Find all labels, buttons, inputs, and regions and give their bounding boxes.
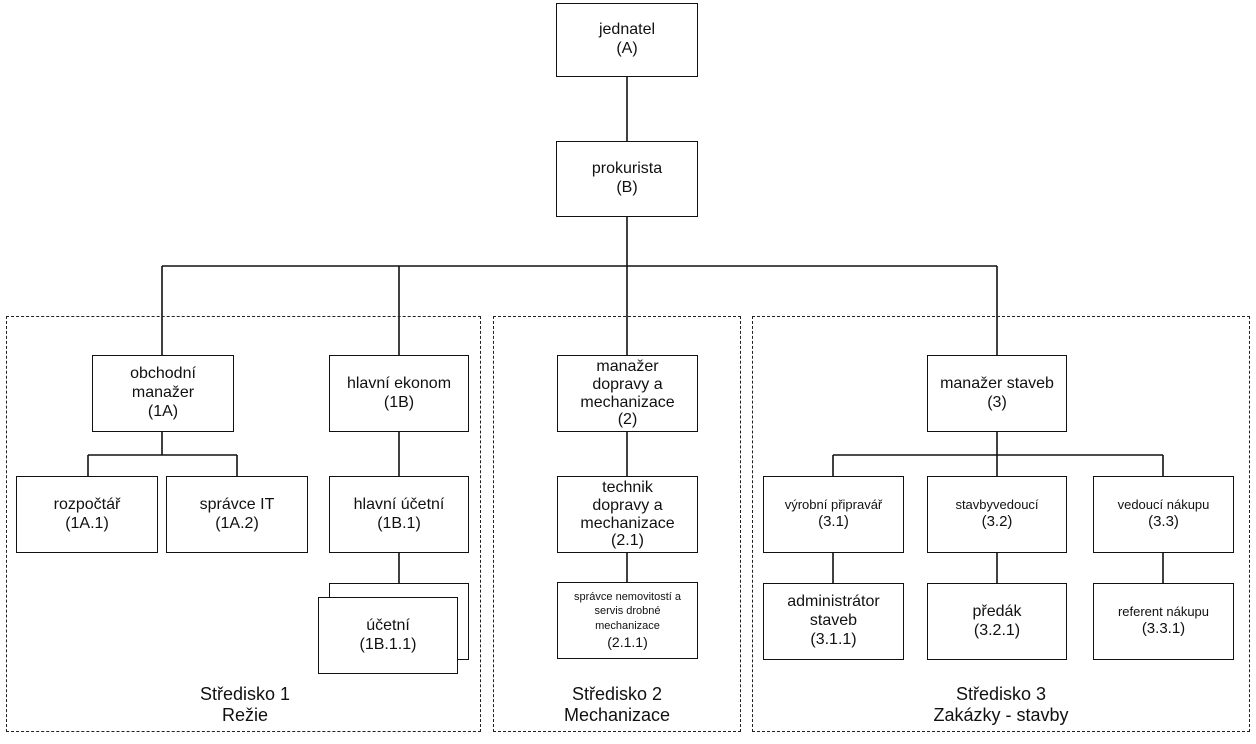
node-title: předák: [972, 602, 1022, 620]
node-title: referent nákupu: [1117, 604, 1210, 619]
node-code: (2.1): [611, 532, 644, 550]
node-spravce-nemovitosti: správce nemovitostí a servis drobné mech…: [557, 582, 698, 659]
region-subtitle: Režie: [221, 704, 269, 725]
region-label-stredisko-3: Středisko 3 Zakázky - stavby: [886, 684, 1116, 725]
node-title: manažer dopravy a mechanizace: [580, 357, 675, 411]
node-code: (3): [987, 393, 1007, 411]
node-code: (1B): [383, 393, 415, 411]
node-title: vedoucí nákupu: [1117, 497, 1210, 512]
region-stredisko-3: [752, 316, 1250, 732]
node-title: výrobní připravář: [784, 497, 883, 512]
region-name: Středisko 1: [199, 684, 291, 704]
node-hlavni-ucetni: hlavní účetní (1B.1): [329, 476, 469, 553]
node-title: rozpočtář: [53, 495, 121, 513]
node-stavbyvedouci: stavbyvedoucí (3.2): [927, 476, 1067, 553]
node-predak: předák (3.2.1): [927, 583, 1067, 660]
node-spravce-it: správce IT (1A.2): [166, 476, 308, 553]
node-rozpoctar: rozpočtář (1A.1): [16, 476, 158, 553]
node-title: technik dopravy a mechanizace: [580, 478, 675, 532]
node-title: stavbyvedoucí: [955, 497, 1039, 512]
node-code: (1A.2): [215, 514, 259, 532]
node-ucetni: účetní (1B.1.1): [318, 597, 458, 674]
region-label-stredisko-1: Středisko 1 Režie: [130, 684, 360, 725]
node-code: (2): [617, 411, 638, 429]
node-jednatel: jednatel (A): [556, 3, 698, 77]
node-obchodni-manazer: obchodní manažer (1A): [92, 355, 234, 432]
node-vedouci-nakupu: vedoucí nákupu (3.3): [1093, 476, 1234, 553]
node-manazer-staveb: manažer staveb (3): [927, 355, 1067, 432]
node-title: hlavní účetní: [353, 495, 445, 513]
node-code: (1B.1.1): [359, 635, 417, 653]
node-title: prokurista: [591, 160, 663, 178]
region-name: Středisko 3: [955, 684, 1047, 704]
region-subtitle: Zakázky - stavby: [933, 704, 1069, 725]
node-manazer-dopravy: manažer dopravy a mechanizace (2): [557, 355, 698, 432]
node-code: (3.3.1): [1141, 620, 1186, 638]
node-code: (3.2): [981, 513, 1013, 531]
region-subtitle: Mechanizace: [563, 704, 671, 725]
node-code: (1A.1): [65, 514, 109, 532]
node-code: (3.1): [818, 513, 849, 531]
node-administrator-staveb: administrátor staveb (3.1.1): [763, 583, 904, 660]
node-title: účetní: [366, 616, 410, 634]
region-name: Středisko 2: [571, 684, 663, 704]
node-code: (A): [616, 40, 638, 57]
region-stredisko-1: [6, 316, 481, 732]
node-code: (B): [616, 179, 638, 196]
node-vyrobni-pripravar: výrobní připravář (3.1): [763, 476, 904, 553]
node-title: správce nemovitostí a servis drobné mech…: [574, 590, 681, 632]
node-code: (3.3): [1148, 513, 1179, 531]
node-code: (3.2.1): [973, 621, 1021, 639]
node-code: (3.1.1): [810, 630, 857, 648]
node-code: (1A): [147, 402, 179, 420]
node-title: hlavní ekonom: [346, 374, 452, 392]
node-title: správce IT: [199, 495, 275, 513]
node-title: jednatel: [598, 21, 656, 39]
node-technik-dopravy: technik dopravy a mechanizace (2.1): [557, 476, 698, 553]
node-referent-nakupu: referent nákupu (3.3.1): [1093, 583, 1234, 660]
node-title: administrátor staveb: [787, 593, 880, 630]
node-code: (2.1.1): [607, 633, 648, 650]
node-title: manažer staveb: [940, 374, 1054, 392]
node-title: obchodní manažer: [130, 365, 196, 402]
node-code: (1B.1): [377, 514, 421, 532]
node-prokurista: prokurista (B): [556, 141, 698, 217]
region-stredisko-2: [493, 316, 741, 732]
node-hlavni-ekonom: hlavní ekonom (1B): [329, 355, 469, 432]
region-label-stredisko-2: Středisko 2 Mechanizace: [502, 684, 732, 725]
